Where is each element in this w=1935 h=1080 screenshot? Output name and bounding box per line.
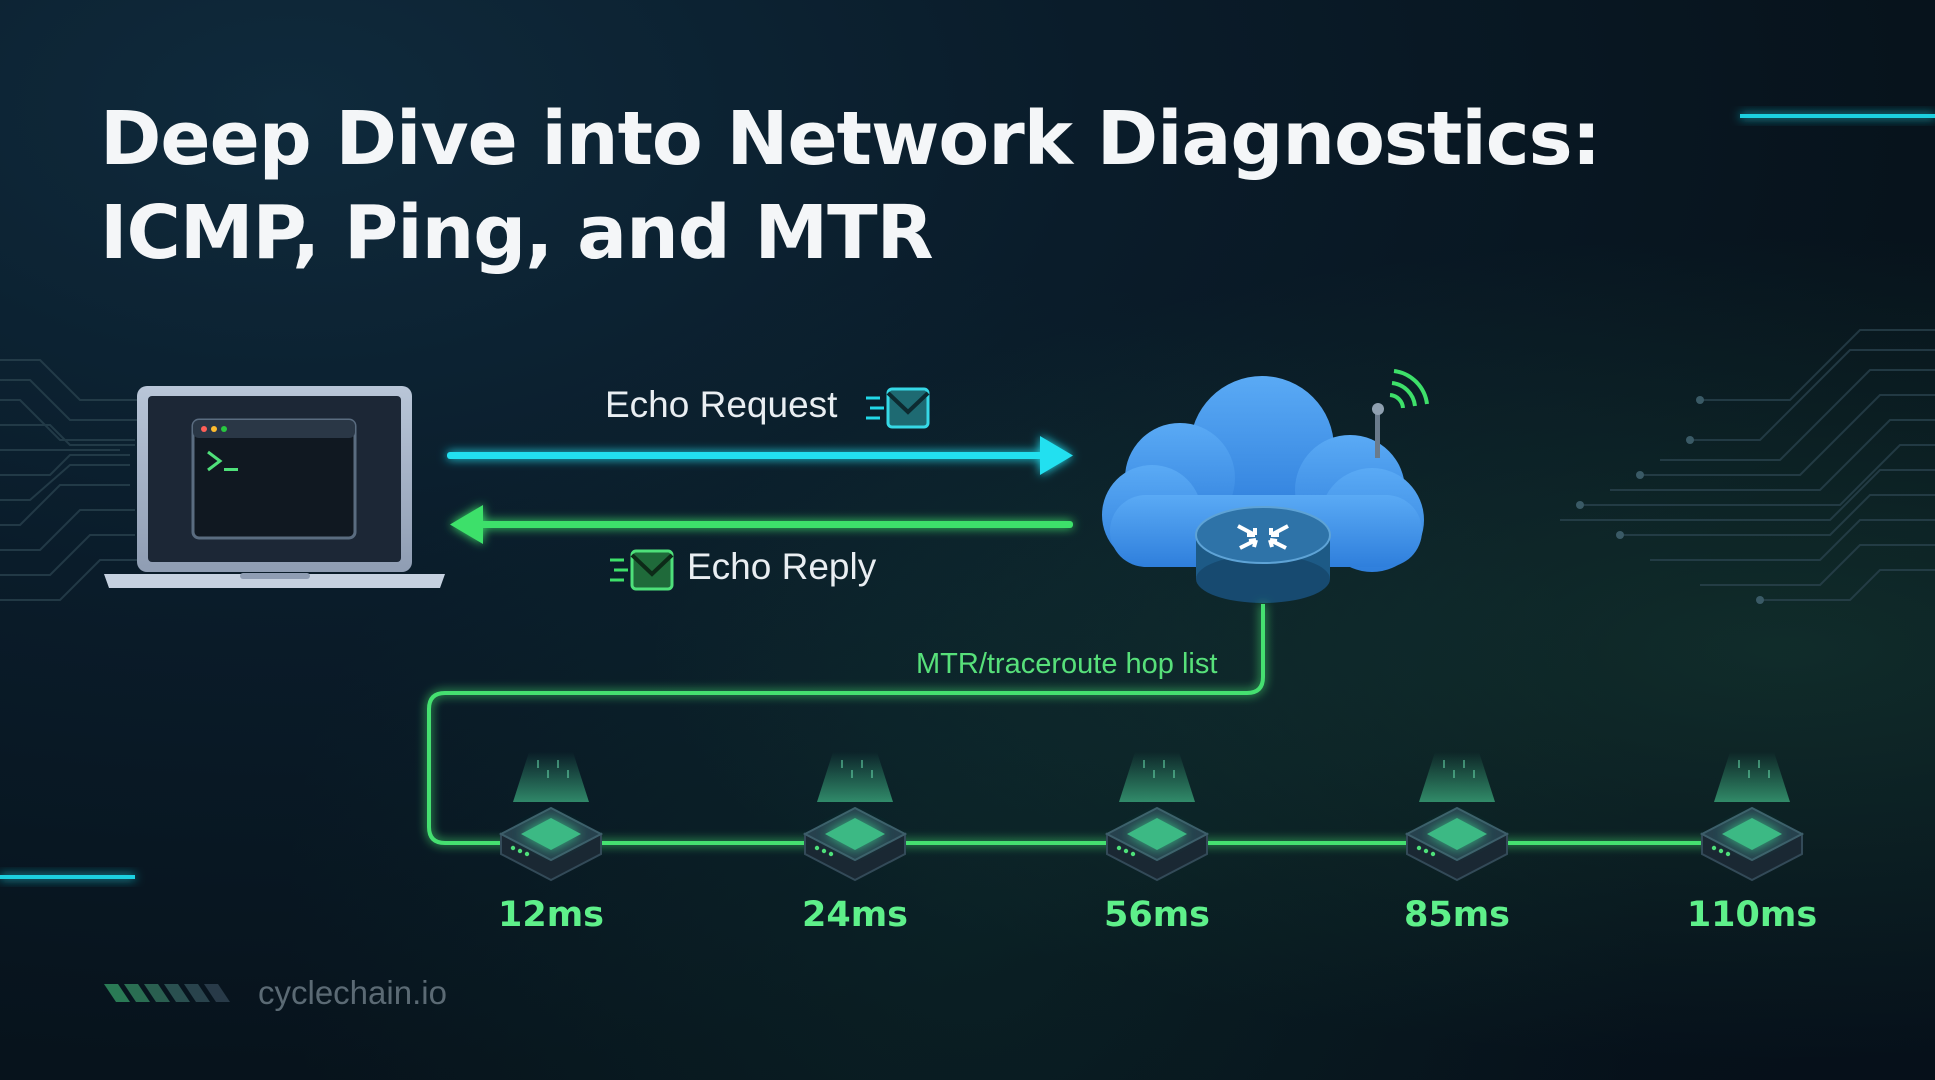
echo-reply-label: Echo Reply [687, 546, 877, 587]
hop-latency-label: 85ms [1403, 895, 1510, 935]
hop-servers [498, 752, 1805, 882]
hop-latency-label: 56ms [1103, 895, 1210, 935]
echo-reply-arrow [450, 505, 1073, 544]
wifi-signal-icon [1372, 369, 1429, 458]
server-hop-icon [802, 752, 908, 882]
router-icon [1195, 506, 1331, 603]
hop-latency-label: 12ms [497, 895, 604, 935]
brand-label: cyclechain.io [258, 974, 447, 1011]
envelope-icon [866, 387, 930, 429]
circuit-traces-right [1560, 329, 1935, 601]
echo-request-label: Echo Request [605, 384, 838, 425]
server-hop-icon [498, 752, 604, 882]
title-line-2: ICMP, Ping, and MTR [100, 190, 934, 276]
chevron-stripes-icon [104, 984, 230, 1002]
server-hop-icon [1104, 752, 1210, 882]
accent-line-top-right [1740, 114, 1935, 118]
echo-request-arrow [447, 436, 1073, 475]
title-line-1: Deep Dive into Network Diagnostics: [100, 96, 1601, 182]
circuit-traces-left [0, 359, 150, 601]
server-hop-icon [1404, 752, 1510, 882]
circuit-nodes-right [1576, 396, 1764, 604]
accent-line-bottom-left [0, 875, 135, 879]
hop-latency-label: 110ms [1686, 895, 1818, 935]
hop-path-line [427, 604, 1790, 845]
laptop-terminal-icon [104, 386, 445, 588]
hop-latency-label: 24ms [801, 895, 908, 935]
server-hop-icon [1699, 752, 1805, 882]
hop-list-label: MTR/traceroute hop list [916, 648, 1218, 680]
page-title: Deep Dive into Network Diagnostics: ICMP… [100, 92, 1700, 280]
envelope-icon [610, 549, 674, 591]
